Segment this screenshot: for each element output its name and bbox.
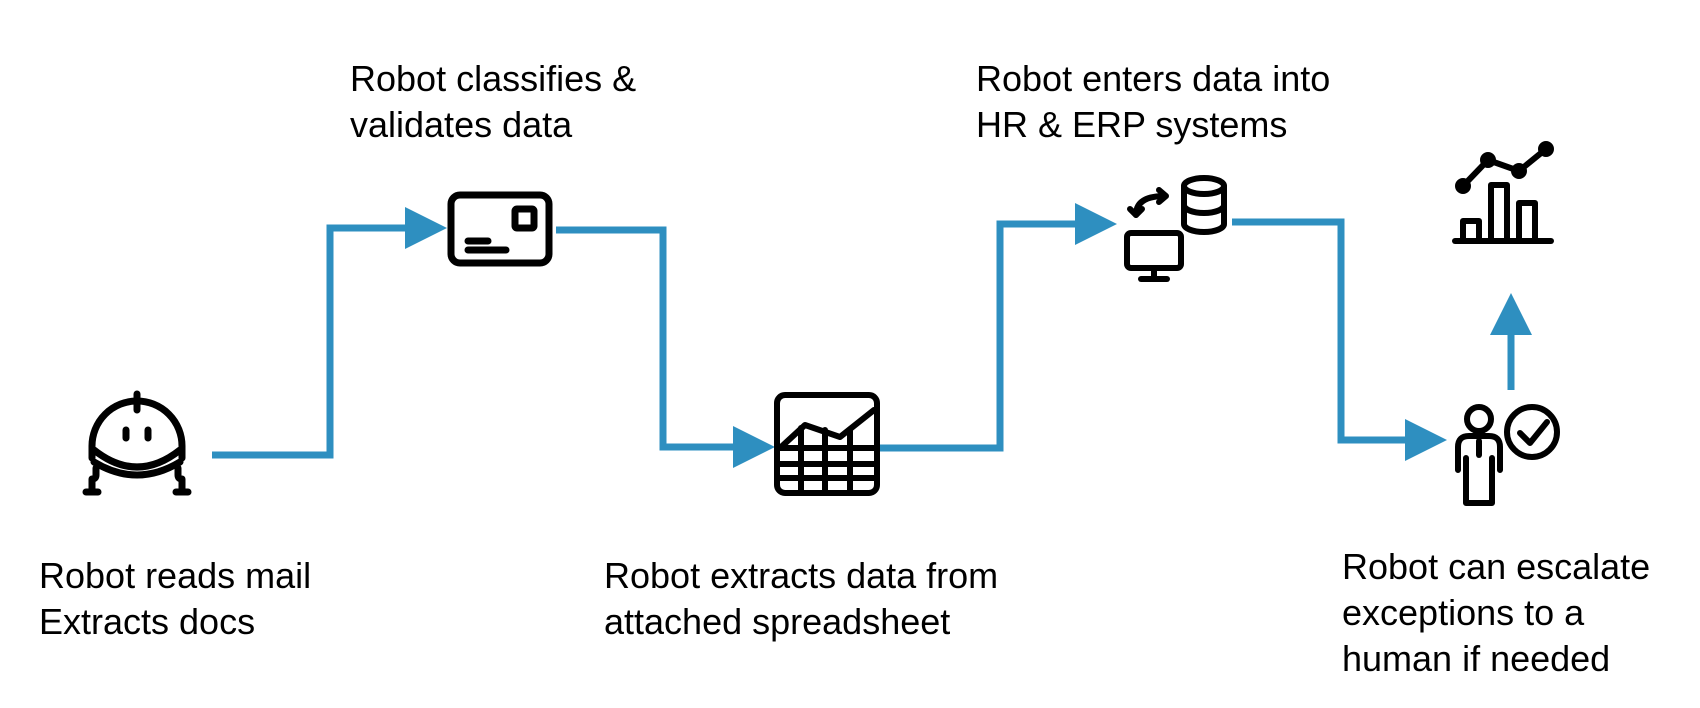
step-1-label-line-1: Robot reads mail bbox=[39, 555, 312, 596]
card-icon bbox=[447, 191, 553, 267]
computer-database-sync-icon bbox=[1124, 175, 1227, 282]
step-5-label: Robot can escalate exceptions to a human… bbox=[1342, 544, 1650, 682]
person-check-icon bbox=[1455, 404, 1560, 506]
step-2-label-line-1: Robot classifies & bbox=[350, 58, 637, 99]
connector-systems-to-person bbox=[1232, 218, 1447, 461]
step-4-label-line-2: HR & ERP systems bbox=[976, 104, 1288, 145]
step-4-label: Robot enters data into HR & ERP systems bbox=[976, 56, 1330, 148]
step-4-label-line-1: Robot enters data into bbox=[976, 58, 1331, 99]
step-5-label-line-3: human if needed bbox=[1342, 638, 1611, 679]
connector-spreadsheet-to-systems bbox=[880, 203, 1117, 452]
step-3-label-line-2: attached spreadsheet bbox=[604, 601, 951, 642]
step-3-label: Robot extracts data from attached spread… bbox=[604, 553, 998, 645]
step-1-label: Robot reads mail Extracts docs bbox=[39, 553, 311, 645]
step-5-label-line-1: Robot can escalate bbox=[1342, 546, 1651, 587]
step-5-label-line-2: exceptions to a bbox=[1342, 592, 1585, 633]
step-3-label-line-1: Robot extracts data from bbox=[604, 555, 999, 596]
spreadsheet-chart-icon bbox=[774, 392, 880, 496]
step-2-label: Robot classifies & validates data bbox=[350, 56, 636, 148]
connector-card-to-spreadsheet bbox=[556, 226, 775, 468]
step-1-label-line-2: Extracts docs bbox=[39, 601, 256, 642]
robot-icon bbox=[82, 390, 192, 496]
step-2-label-line-2: validates data bbox=[350, 104, 573, 145]
analytics-chart-icon bbox=[1452, 141, 1554, 244]
connector-robot-to-card bbox=[212, 207, 447, 459]
